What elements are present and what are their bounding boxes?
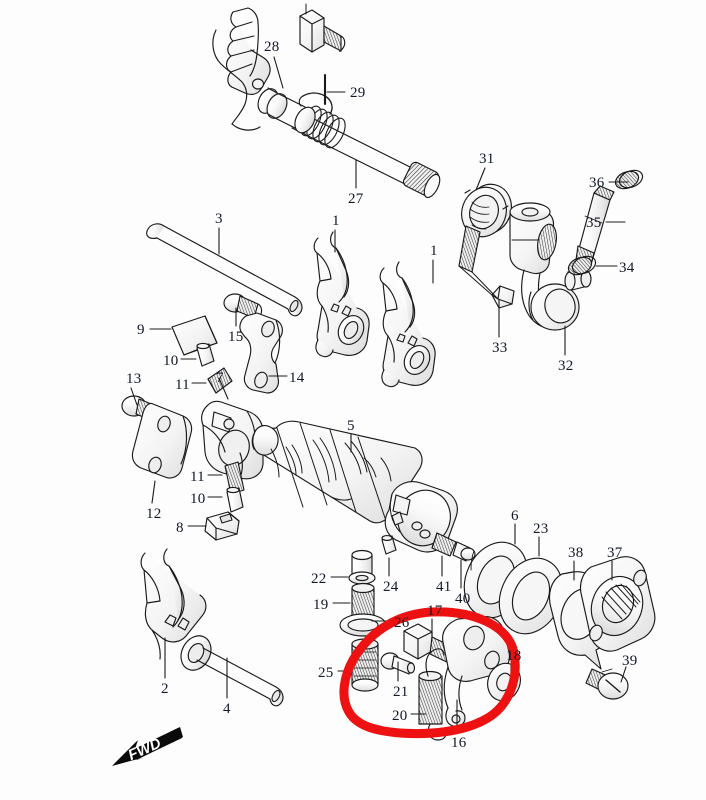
callout-32: 32 bbox=[558, 358, 574, 374]
part-20-return-spring bbox=[418, 648, 447, 741]
callout-24: 24 bbox=[383, 579, 399, 595]
callout-3: 3 bbox=[215, 211, 223, 227]
part-22-detent-pin bbox=[348, 549, 376, 585]
part-8-shift-cam-stopper-shoe bbox=[204, 511, 240, 541]
callout-21: 21 bbox=[393, 684, 409, 700]
part-12-shift-cam-guide-plate bbox=[131, 402, 193, 479]
callout-1: 1 bbox=[332, 213, 340, 229]
callout-20: 20 bbox=[392, 708, 408, 724]
part-2-gear-shift-fork-lower bbox=[140, 548, 212, 671]
callout-33: 33 bbox=[492, 340, 508, 356]
callout-19: 19 bbox=[313, 597, 329, 613]
leader-39 bbox=[620, 666, 627, 683]
callout-34: 34 bbox=[619, 260, 635, 276]
callout-5: 5 bbox=[347, 418, 355, 434]
callout-13: 13 bbox=[126, 371, 142, 387]
callout-36: 36 bbox=[589, 175, 605, 191]
part-4-gear-shift-fork-shaft-short bbox=[196, 647, 284, 707]
part-5-gear-shift-cam-drum bbox=[251, 420, 458, 553]
part-15-bolt-upper bbox=[223, 293, 263, 319]
callout-11: 11 bbox=[175, 377, 190, 393]
callout-23: 23 bbox=[533, 521, 549, 537]
callout-1: 1 bbox=[430, 243, 438, 259]
callout-38: 38 bbox=[568, 545, 584, 561]
part-25-detent-bolt bbox=[351, 638, 379, 692]
part-39-screw bbox=[585, 668, 629, 700]
callout-27: 27 bbox=[348, 191, 364, 207]
callout-2: 2 bbox=[161, 681, 169, 697]
callout-12: 12 bbox=[146, 506, 162, 522]
part-32-gear-shift-lever-arm bbox=[509, 202, 592, 331]
callout-17: 17 bbox=[427, 603, 443, 619]
part-3-gear-shift-fork-shaft-long bbox=[146, 223, 303, 317]
callout-40: 40 bbox=[455, 591, 471, 607]
callout-9: 9 bbox=[137, 322, 145, 338]
callout-14: 14 bbox=[289, 370, 305, 386]
leader-13 bbox=[130, 387, 138, 406]
callout-6: 6 bbox=[511, 508, 519, 524]
callout-31: 31 bbox=[479, 151, 495, 167]
callout-18: 18 bbox=[506, 648, 522, 664]
leader-7 bbox=[218, 377, 229, 400]
fwd-label: FWD bbox=[126, 735, 164, 764]
part-33-bolt bbox=[458, 225, 515, 309]
callout-11: 11 bbox=[190, 469, 205, 485]
callout-22: 22 bbox=[311, 571, 327, 587]
callout-29: 29 bbox=[350, 85, 366, 101]
hex-bolt-top bbox=[299, 3, 346, 53]
leader-12 bbox=[151, 480, 156, 504]
part-37-bearing-retainer bbox=[579, 556, 656, 652]
callout-37: 37 bbox=[607, 545, 623, 561]
callout-35: 35 bbox=[586, 215, 602, 231]
callout-10: 10 bbox=[190, 491, 206, 507]
fwd-direction-arrow: FWD bbox=[112, 727, 183, 766]
callout-7: 7 bbox=[216, 370, 224, 386]
leader-31 bbox=[475, 167, 486, 191]
callout-39: 39 bbox=[622, 653, 638, 669]
callout-10: 10 bbox=[163, 353, 179, 369]
part-1-gear-shift-fork-b bbox=[379, 261, 436, 388]
part-10-pin-lower bbox=[226, 486, 244, 513]
part-40-pin-ball bbox=[452, 541, 476, 562]
callout-28: 28 bbox=[264, 39, 280, 55]
callout-4: 4 bbox=[223, 701, 231, 717]
callout-15: 15 bbox=[228, 329, 244, 345]
part-41-screw bbox=[431, 532, 457, 557]
part-24-pin bbox=[381, 535, 397, 555]
part-14-shift-cam-stopper-arm bbox=[239, 312, 283, 394]
callout-26: 26 bbox=[394, 615, 410, 631]
part-26-o-ring bbox=[339, 613, 387, 637]
callout-8: 8 bbox=[176, 520, 184, 536]
leader-28 bbox=[273, 56, 284, 89]
part-28-gear-shift-cam-driven-lever bbox=[212, 7, 316, 134]
callout-25: 25 bbox=[318, 665, 334, 681]
part-7-shift-cam-stopper-body bbox=[201, 400, 264, 480]
part-29-circlip bbox=[298, 73, 333, 115]
part-34-washer bbox=[567, 255, 597, 276]
part-31-oil-seal bbox=[461, 183, 512, 238]
part-36-washer bbox=[614, 169, 644, 190]
part-11-spring-lower bbox=[224, 461, 245, 495]
part-1-gear-shift-fork-a bbox=[313, 231, 370, 358]
callout-16: 16 bbox=[451, 735, 467, 751]
callout-41: 41 bbox=[436, 579, 452, 595]
part-10-pin-upper bbox=[196, 342, 215, 367]
